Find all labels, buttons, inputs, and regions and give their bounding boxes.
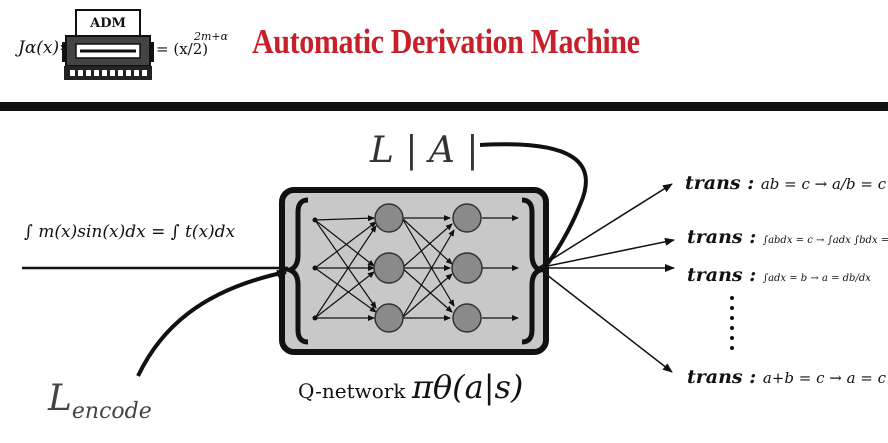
transformation-item: trans : a+b = c → a = c − b (687, 366, 888, 388)
logo-adm-label: ADM (90, 16, 126, 31)
encode-loss-symbol: L (48, 378, 72, 419)
trans-keyword: trans (685, 172, 741, 194)
input-points (312, 217, 318, 321)
trans-rule: ab = c → a/b = c (760, 175, 887, 193)
transformation-item: trans : ∫abdx = c → ∫adx ∫bdx = c (687, 226, 888, 248)
header-divider (0, 102, 888, 111)
q-network-label: Q-network πθ(a|s) (298, 368, 523, 406)
encode-loss-label: Lencode (48, 378, 152, 424)
encode-loss-arrow (136, 269, 287, 377)
output-arrow (537, 267, 673, 373)
left-brace (282, 197, 309, 345)
trans-rule: ∫adx = b → a = db/dx (762, 273, 871, 284)
trans-rule: a+b = c → a = c − b (762, 369, 888, 387)
hidden1-node (374, 203, 404, 233)
trans-keyword: trans (687, 264, 743, 286)
hidden1-node (374, 303, 404, 333)
trans-rule: ∫abdx = c → ∫adx ∫bdx = c (762, 235, 888, 246)
page-title: Automatic Derivation Machine (252, 22, 640, 61)
logo-lhs-formula: Jα(x)= (18, 38, 74, 58)
transformation-item: trans : ab = c → a/b = c (685, 172, 887, 194)
output-arrow (537, 183, 673, 269)
input-equation: ∫ m(x)sin(x)dx = ∫ t(x)dx (24, 222, 236, 242)
network-connections (314, 215, 519, 321)
input-point (312, 217, 318, 223)
output-arrow (537, 237, 675, 269)
policy-formula: πθ(a|s) (411, 368, 524, 406)
top-loss-arrow (479, 142, 588, 270)
more-transformations-dots (730, 296, 734, 350)
trans-keyword: trans (687, 226, 743, 248)
hidden2-node (451, 252, 483, 284)
transformation-item: trans : ∫adx = b → a = db/dx (687, 264, 871, 286)
network-box (279, 187, 549, 355)
logo-rhs-formula: = (x/2) (156, 40, 209, 58)
hidden2-node (452, 203, 482, 233)
logo-exponent: 2m+α (194, 30, 229, 43)
printing-machine-icon (62, 9, 154, 80)
hidden2-node (452, 303, 482, 333)
input-point (312, 315, 318, 321)
trans-keyword: trans (687, 366, 743, 388)
q-network-name: Q-network (298, 379, 406, 403)
hidden1-node (373, 252, 405, 284)
encode-loss-subscript: encode (71, 399, 152, 425)
top-loss-label: L | A | (370, 130, 479, 171)
input-point (312, 265, 318, 271)
adm-logo: Jα(x)= ADM = (x/2) 2m+α (18, 4, 228, 88)
